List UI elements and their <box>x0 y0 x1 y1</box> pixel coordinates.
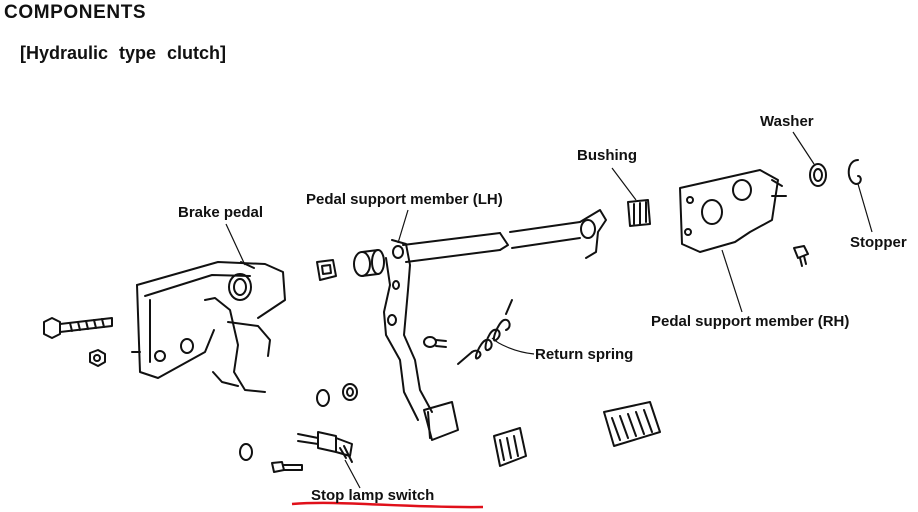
leader-stopper <box>858 184 872 232</box>
label-pedal-support-lh: Pedal support member (LH) <box>306 191 503 208</box>
leader-return-spring <box>492 338 534 354</box>
label-washer: Washer <box>760 113 814 130</box>
leader-stop-lamp <box>345 460 360 488</box>
label-stop-lamp-switch: Stop lamp switch <box>311 487 435 504</box>
leader-support-rh <box>722 250 742 312</box>
label-pedal-support-rh: Pedal support member (RH) <box>651 313 850 330</box>
stop-lamp-switch-part <box>298 432 352 462</box>
clutch-pedal-and-shaft <box>384 210 606 440</box>
brake-pedal-bracket <box>132 262 285 392</box>
label-bushing: Bushing <box>577 147 637 164</box>
washer-part <box>810 164 826 186</box>
page-title: COMPONENTS <box>4 2 147 23</box>
lock-nuts <box>240 384 357 460</box>
pedal-support-rh-plate <box>680 170 786 252</box>
leader-support-lh <box>398 210 408 243</box>
long-bolt <box>44 318 112 338</box>
adjust-bolt <box>272 462 302 472</box>
bushing-part <box>628 200 650 226</box>
leader-brake-pedal <box>226 224 245 265</box>
pivot-bolt <box>424 337 446 347</box>
section-subtitle: [Hydraulic type clutch] <box>20 43 227 63</box>
pedal-pad-large <box>604 402 660 446</box>
leader-bushing <box>612 168 636 200</box>
leader-washer <box>793 132 814 164</box>
mount-bolt <box>794 246 808 266</box>
label-return-spring: Return spring <box>535 346 634 363</box>
hex-nut <box>90 350 105 366</box>
return-spring <box>458 300 512 364</box>
label-brake-pedal: Brake pedal <box>178 204 264 221</box>
highlight-underline <box>292 503 483 507</box>
label-stopper: Stopper <box>850 234 907 251</box>
collar-bushing-lh <box>354 250 384 276</box>
pedal-pad-small <box>494 428 526 466</box>
square-bushing <box>317 260 336 280</box>
stopper-part <box>849 160 861 184</box>
